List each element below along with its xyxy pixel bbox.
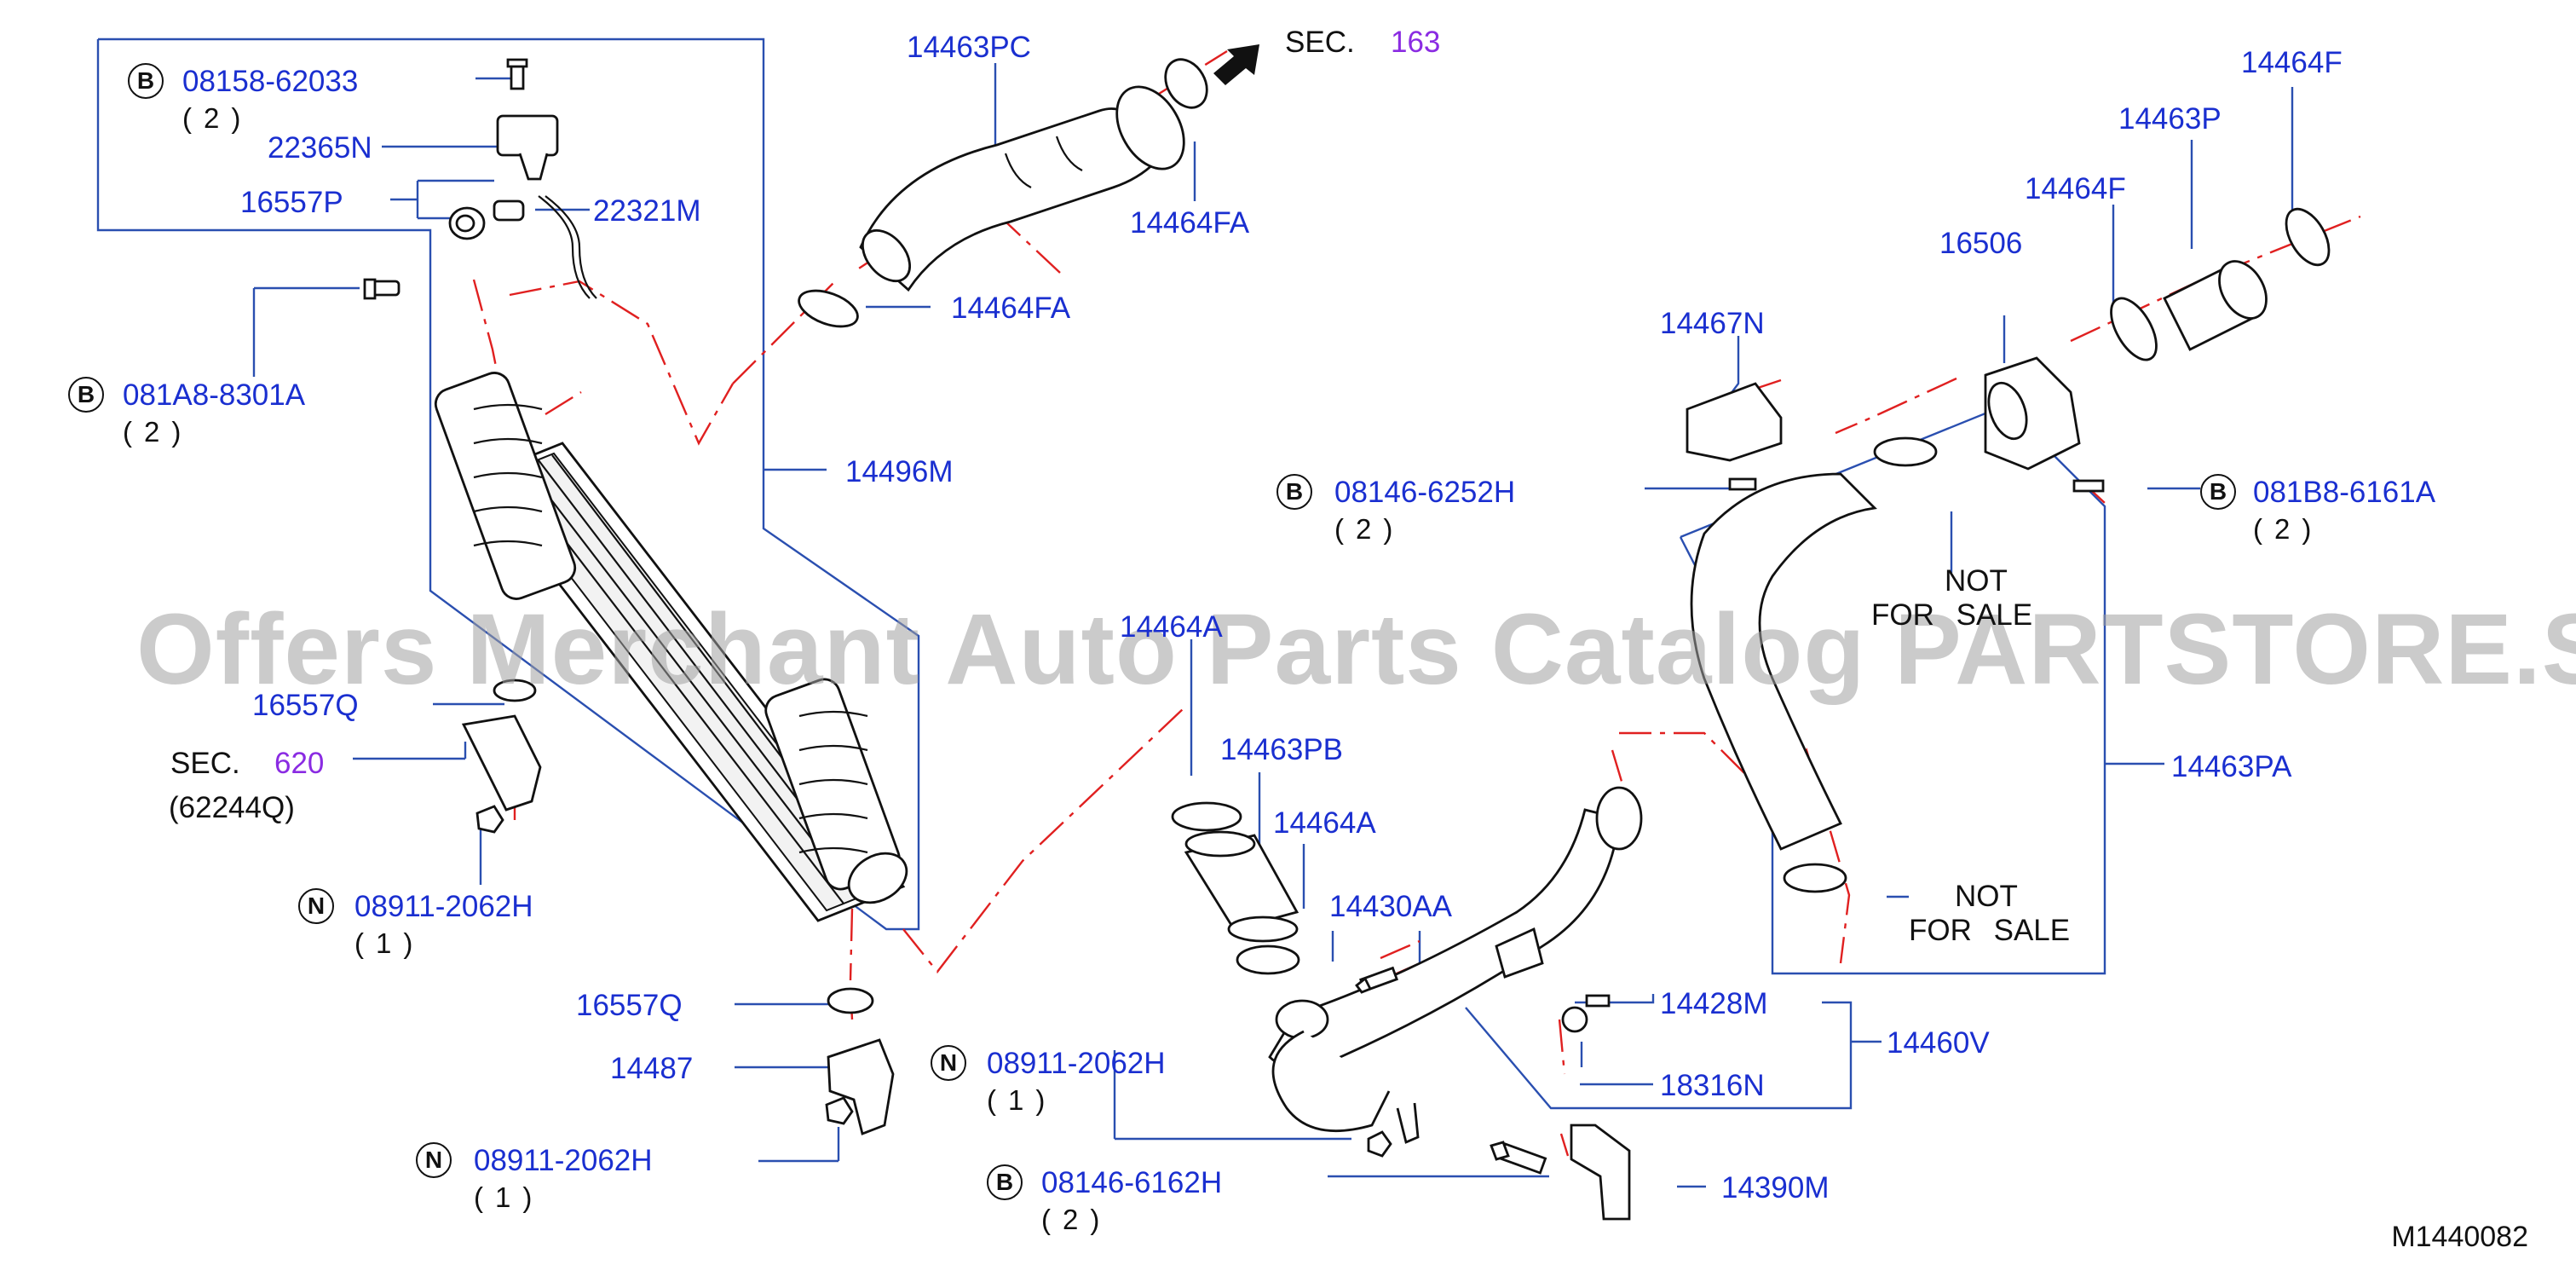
note-text: NOT <box>1945 564 2008 598</box>
bolt-badge: N <box>298 888 334 924</box>
note-text: FOR SALE <box>1871 598 2033 632</box>
part-label[interactable]: 14496M <box>845 455 954 488</box>
part-label[interactable]: 16506 <box>1939 227 2023 260</box>
arrow-icon <box>1213 44 1259 85</box>
part-label[interactable]: 14430AA <box>1329 890 1453 923</box>
part-label[interactable]: 14464F <box>2241 46 2343 79</box>
bolt-qty: (1) <box>987 1084 1057 1116</box>
bolt-badge: B <box>68 377 104 413</box>
part-label[interactable]: 14460V <box>1887 1026 1990 1060</box>
bolt-qty: (2) <box>1334 513 1405 545</box>
part-label[interactable]: 14428M <box>1660 987 1768 1020</box>
part-label[interactable]: 14487 <box>610 1052 694 1085</box>
part-label[interactable]: 14390M <box>1721 1171 1830 1204</box>
section-link[interactable]: 163 <box>1391 26 1441 59</box>
lower-hose <box>1171 786 1643 1221</box>
note-text: NOT <box>1955 880 2018 913</box>
part-label[interactable]: 14464A <box>1273 806 1376 840</box>
watermark: Offers Merchant Auto Parts Catalog PARTS… <box>136 593 2576 706</box>
part-label[interactable]: 14463PB <box>1220 733 1344 766</box>
part-label[interactable]: 14467N <box>1660 307 1765 340</box>
part-label[interactable]: 16557Q <box>576 989 683 1022</box>
part-label[interactable]: 18316N <box>1660 1069 1765 1102</box>
bolt-badge: N <box>931 1045 966 1081</box>
section-label: SEC. <box>1285 26 1355 59</box>
bolt-qty: (1) <box>354 927 425 959</box>
part-label[interactable]: 16557Q <box>252 689 359 722</box>
upper-hose <box>798 58 1208 328</box>
intercooler <box>434 372 908 922</box>
bolt-badge: B <box>987 1164 1023 1200</box>
bolt-qty: (2) <box>123 416 193 448</box>
part-label[interactable]: 22365N <box>268 131 372 165</box>
bolt-badge: B <box>128 63 164 99</box>
bolt-badge: B <box>2200 474 2236 510</box>
part-label[interactable]: 22321M <box>593 194 701 228</box>
part-label[interactable]: 14464F <box>2025 172 2126 205</box>
bolt-part-number[interactable]: 08146-6162H <box>1041 1166 1223 1199</box>
bolt-part-number[interactable]: 08146-6252H <box>1334 476 1516 509</box>
part-label[interactable]: 14464FA <box>951 292 1071 325</box>
bolt-qty: (2) <box>182 102 253 134</box>
section-sub: (62244Q) <box>169 791 295 824</box>
bolt-badge: N <box>416 1142 452 1178</box>
note-text: FOR SALE <box>1909 914 2071 947</box>
bolt-part-number[interactable]: 081A8-8301A <box>123 378 306 412</box>
sensor-parts <box>363 58 895 1135</box>
bolt-part-number[interactable]: 08911-2062H <box>474 1144 653 1177</box>
right-parts <box>1686 207 2331 893</box>
part-label[interactable]: 14463PA <box>2171 750 2292 783</box>
part-label[interactable]: 14464A <box>1120 610 1223 644</box>
part-label[interactable]: 14464FA <box>1130 206 1250 240</box>
bolt-qty: (2) <box>1041 1204 1112 1235</box>
bolt-part-number[interactable]: 08911-2062H <box>354 890 533 923</box>
bolt-badge: B <box>1276 474 1312 510</box>
bolt-qty: (1) <box>474 1181 545 1213</box>
section-link[interactable]: 620 <box>274 747 325 780</box>
part-label[interactable]: 14463PC <box>907 31 1031 64</box>
bolt-part-number[interactable]: 08158-62033 <box>182 65 359 98</box>
part-label[interactable]: 16557P <box>240 186 343 219</box>
bolt-part-number[interactable]: 081B8-6161A <box>2253 476 2436 509</box>
bolt-qty: (2) <box>2253 513 2324 545</box>
diagram-code: M1440082 <box>2391 1221 2528 1253</box>
section-label: SEC. <box>170 747 240 780</box>
part-label[interactable]: 14463P <box>2118 102 2222 136</box>
bolt-part-number[interactable]: 08911-2062H <box>987 1047 1166 1080</box>
